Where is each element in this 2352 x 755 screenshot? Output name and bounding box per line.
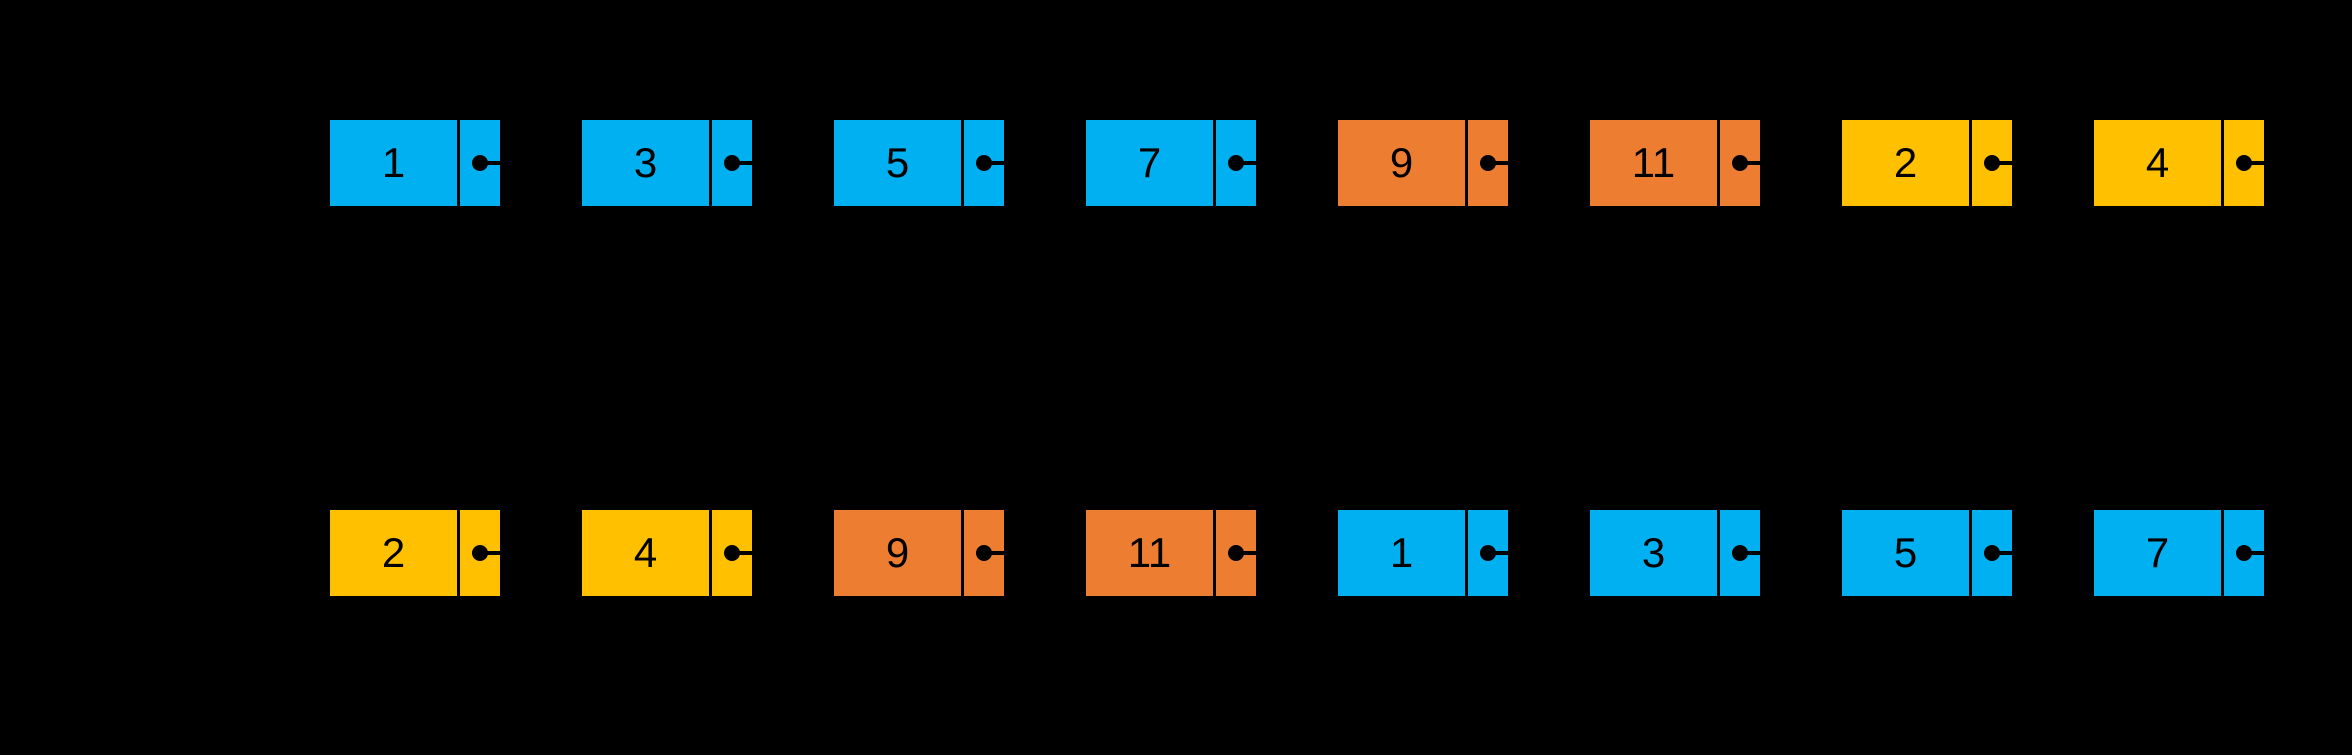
cell-divider: [1465, 510, 1468, 596]
pointer-arrow-line: [1740, 551, 1774, 555]
cell-divider: [457, 510, 460, 596]
pointer-dot-icon: [1480, 545, 1496, 561]
list-node: 11: [1086, 510, 1270, 596]
pointer-dot-icon: [2236, 545, 2252, 561]
node-next-pointer: [1972, 510, 2026, 596]
list-node: 11: [1590, 120, 1774, 206]
cell-divider: [709, 120, 712, 206]
pointer-arrow-line: [1740, 161, 1774, 165]
node-next-pointer: [1972, 120, 2026, 206]
node-next-pointer: [712, 510, 766, 596]
node-value: 5: [885, 139, 910, 186]
pointer-dot-icon: [1228, 155, 1244, 171]
cell-divider: [1465, 120, 1468, 206]
list-node: 3: [582, 120, 766, 206]
node-next-pointer: [1720, 120, 1774, 206]
pointer-dot-icon: [976, 545, 992, 561]
pointer-dot-icon: [1732, 545, 1748, 561]
node-value: 1: [1389, 529, 1414, 576]
pointer-arrow-line: [984, 551, 1018, 555]
pointer-arrow-line: [1488, 551, 1522, 555]
pointer-dot-icon: [2236, 155, 2252, 171]
node-next-pointer: [2224, 510, 2278, 596]
pointer-dot-icon: [976, 155, 992, 171]
list-node: 4: [2094, 120, 2278, 206]
cell-divider: [1969, 510, 1972, 596]
node-value: 11: [1631, 139, 1676, 186]
node-next-pointer: [2224, 120, 2278, 206]
pointer-dot-icon: [1228, 545, 1244, 561]
node-value: 11: [1127, 529, 1172, 576]
pointer-arrow-line: [1236, 551, 1270, 555]
pointer-dot-icon: [1984, 545, 2000, 561]
node-value: 2: [381, 529, 406, 576]
cell-divider: [2221, 510, 2224, 596]
cell-divider: [2221, 120, 2224, 206]
node-next-pointer: [1216, 510, 1270, 596]
node-value: 3: [1641, 529, 1666, 576]
list-node: 1: [1338, 510, 1522, 596]
node-value: 4: [633, 529, 658, 576]
list-node: 2: [330, 510, 514, 596]
cell-divider: [1969, 120, 1972, 206]
pointer-dot-icon: [724, 545, 740, 561]
cell-divider: [961, 120, 964, 206]
linked-list-row-top: 1 3 5 7: [330, 120, 2278, 206]
node-value: 7: [1137, 139, 1162, 186]
list-node: 5: [834, 120, 1018, 206]
list-node: 5: [1842, 510, 2026, 596]
node-value: 4: [2145, 139, 2170, 186]
cell-divider: [1213, 510, 1216, 596]
pointer-arrow-line: [1992, 551, 2026, 555]
pointer-arrow-line: [2244, 161, 2278, 165]
node-value: 1: [381, 139, 406, 186]
list-node: 9: [834, 510, 1018, 596]
node-value: 2: [1893, 139, 1918, 186]
pointer-dot-icon: [1732, 155, 1748, 171]
pointer-arrow-line: [732, 161, 766, 165]
node-next-pointer: [460, 120, 514, 206]
linked-list-row-bottom: 2 4 9 11: [330, 510, 2278, 596]
pointer-arrow-line: [1488, 161, 1522, 165]
node-next-pointer: [1720, 510, 1774, 596]
list-node: 4: [582, 510, 766, 596]
cell-divider: [457, 120, 460, 206]
pointer-arrow-line: [1236, 161, 1270, 165]
node-next-pointer: [1468, 120, 1522, 206]
pointer-dot-icon: [1984, 155, 2000, 171]
list-node: 1: [330, 120, 514, 206]
list-node: 2: [1842, 120, 2026, 206]
list-node: 7: [2094, 510, 2278, 596]
node-next-pointer: [460, 510, 514, 596]
node-next-pointer: [1216, 120, 1270, 206]
node-next-pointer: [964, 510, 1018, 596]
node-next-pointer: [712, 120, 766, 206]
cell-divider: [1213, 120, 1216, 206]
list-node: 3: [1590, 510, 1774, 596]
pointer-arrow-line: [984, 161, 1018, 165]
node-value: 7: [2145, 529, 2170, 576]
pointer-dot-icon: [1480, 155, 1496, 171]
pointer-dot-icon: [472, 545, 488, 561]
pointer-dot-icon: [724, 155, 740, 171]
pointer-arrow-line: [2244, 551, 2278, 555]
pointer-arrow-line: [1992, 161, 2026, 165]
node-next-pointer: [1468, 510, 1522, 596]
node-next-pointer: [964, 120, 1018, 206]
pointer-arrow-line: [480, 161, 514, 165]
cell-divider: [709, 510, 712, 596]
cell-divider: [1717, 510, 1720, 596]
node-value: 5: [1893, 529, 1918, 576]
node-value: 9: [885, 529, 910, 576]
cell-divider: [1717, 120, 1720, 206]
cell-divider: [961, 510, 964, 596]
list-node: 9: [1338, 120, 1522, 206]
pointer-arrow-line: [480, 551, 514, 555]
pointer-arrow-line: [732, 551, 766, 555]
pointer-dot-icon: [472, 155, 488, 171]
node-value: 9: [1389, 139, 1414, 186]
list-node: 7: [1086, 120, 1270, 206]
node-value: 3: [633, 139, 658, 186]
